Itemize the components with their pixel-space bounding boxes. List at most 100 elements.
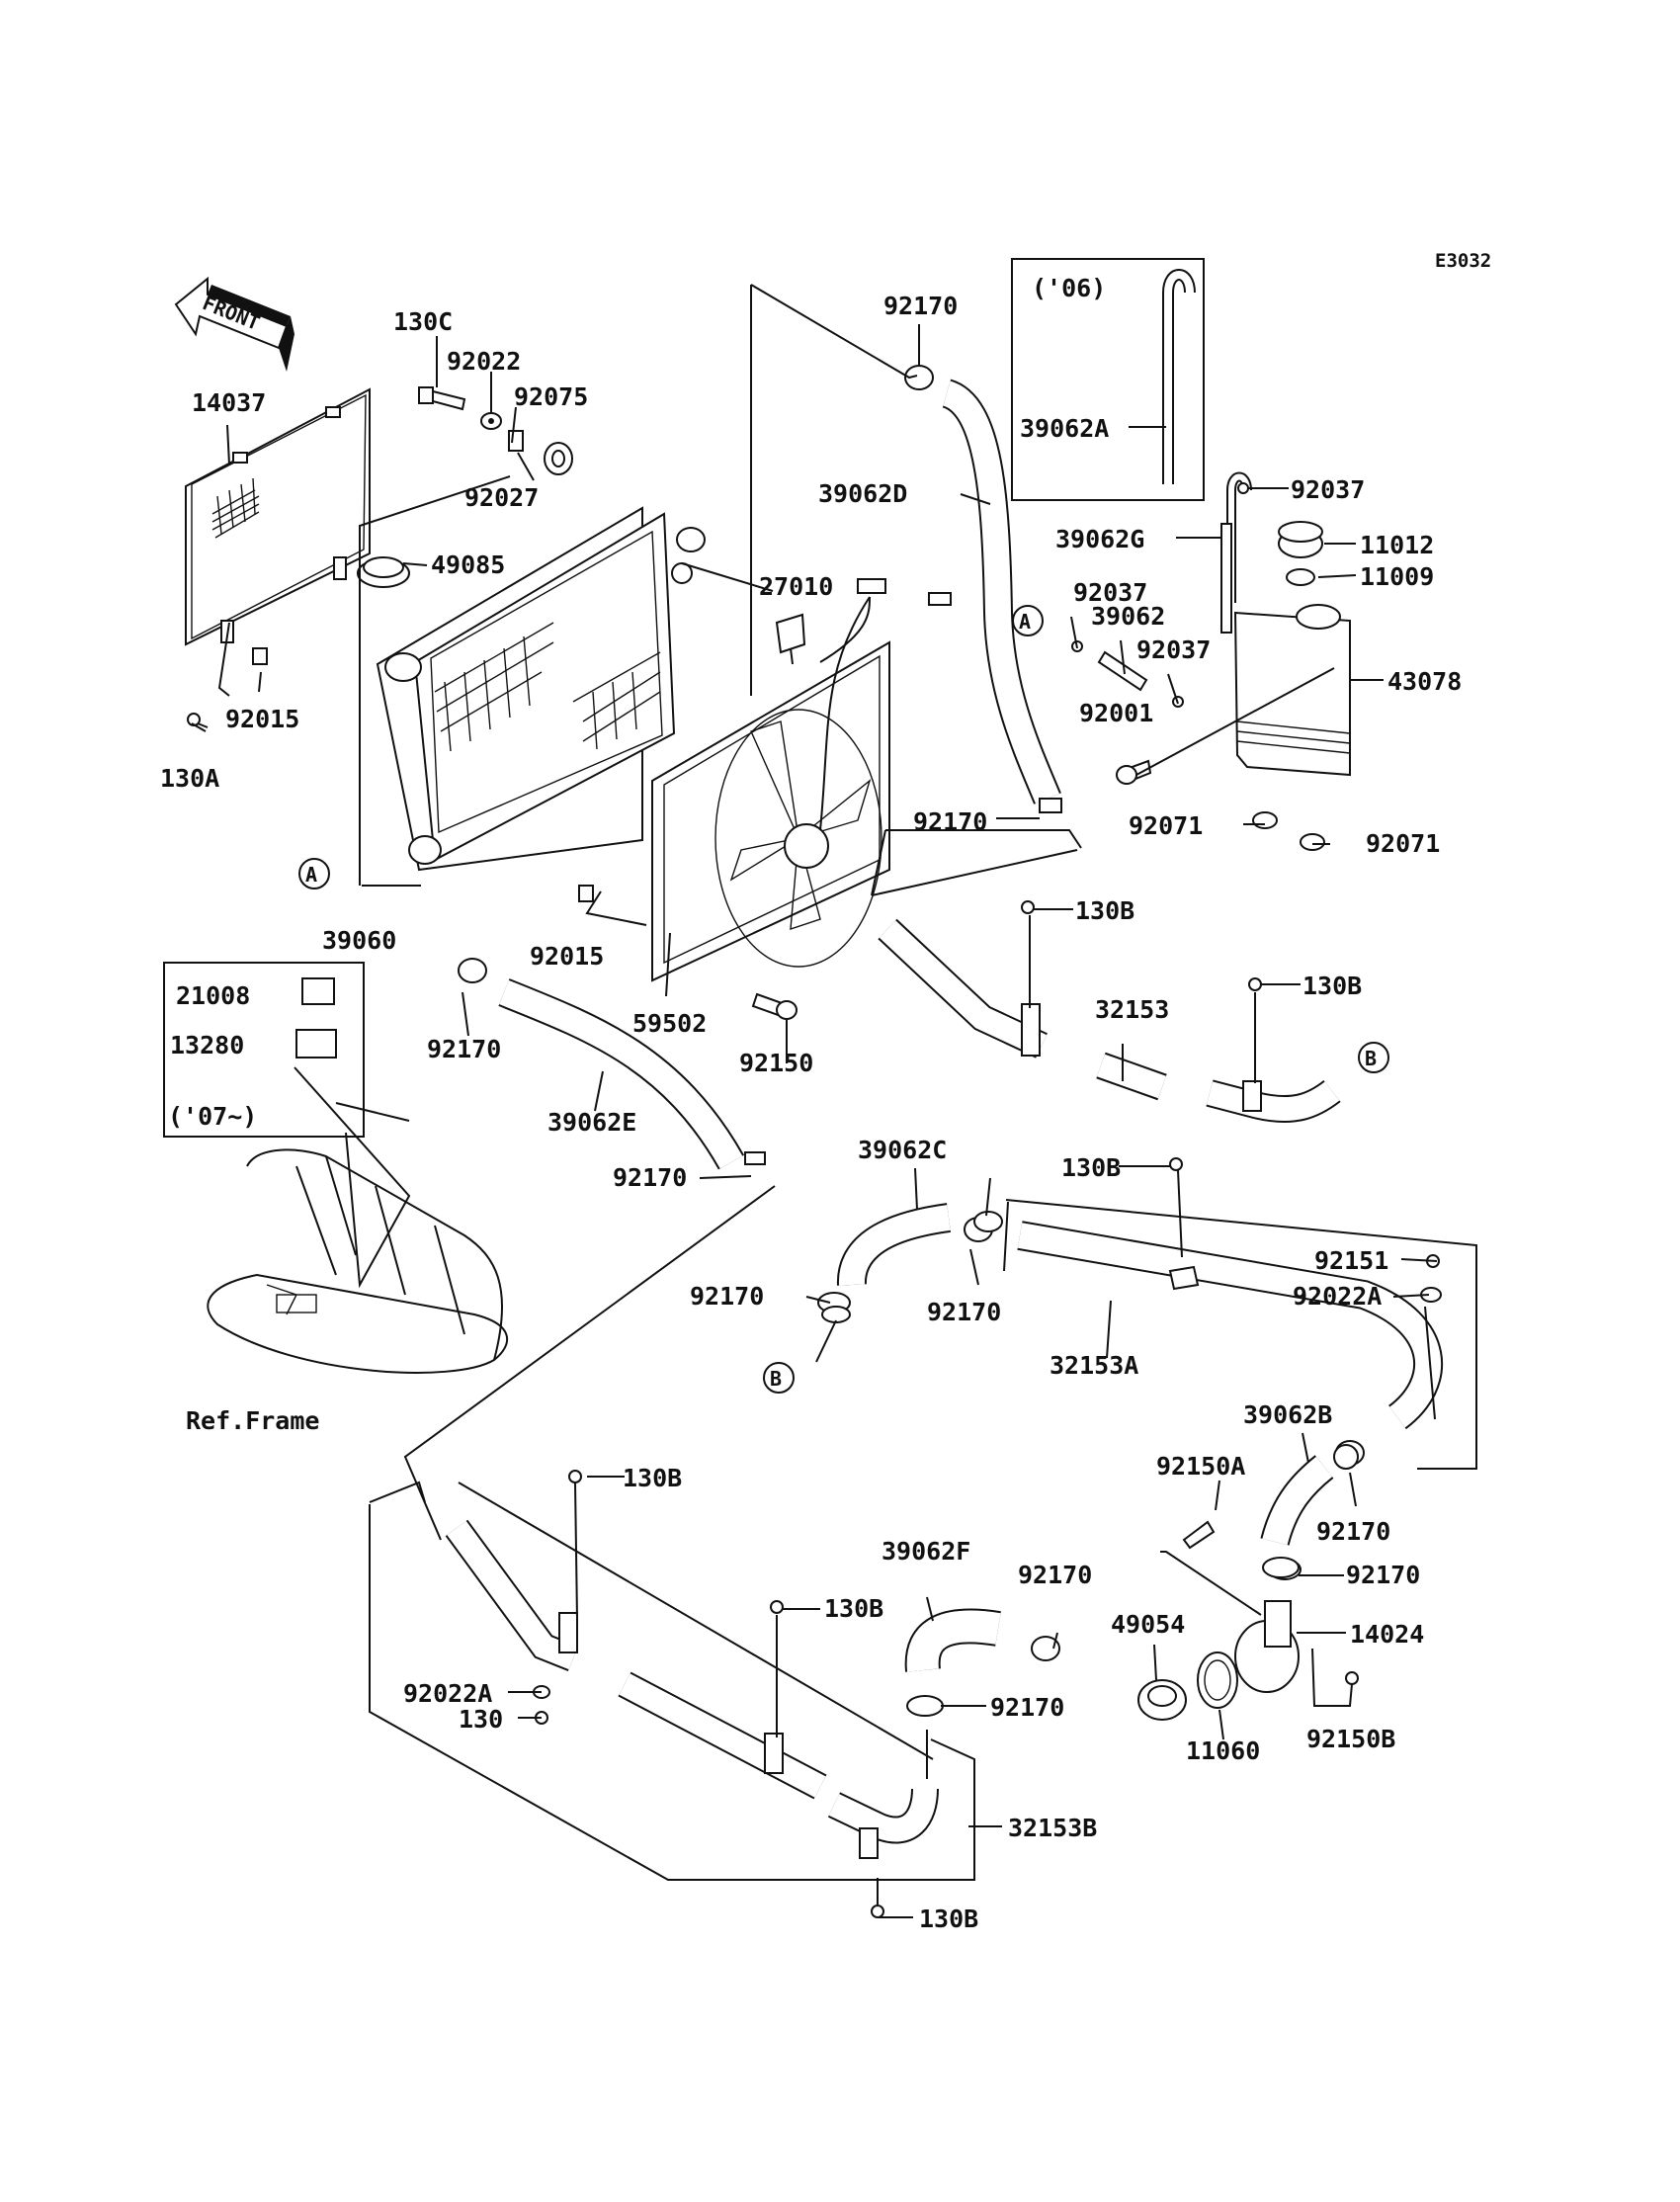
hose-39062d-part	[904, 365, 1062, 813]
washer-92022-part	[480, 412, 502, 430]
part-92015-left-label: 92015	[225, 705, 299, 733]
part-14037-label: 14037	[192, 388, 266, 417]
circle-marker-a-left: A	[298, 858, 330, 889]
part-92170-f2-label: 92170	[990, 1693, 1064, 1722]
bolt-130a-part	[187, 713, 209, 728]
part-92150b-label: 92150B	[1306, 1725, 1395, 1753]
part-32153b-label: 32153B	[1008, 1814, 1097, 1842]
part-92022a-right-label: 92022A	[1293, 1282, 1382, 1311]
inset-07-box: 21008 13280 ('07~)	[163, 962, 365, 1138]
svg-text:B: B	[770, 1367, 782, 1391]
part-92015-mid-label: 92015	[530, 942, 604, 971]
part-92037-mid-label: 92037	[1073, 578, 1147, 607]
hose-39062-part	[1097, 650, 1148, 692]
part-130b-4-label: 130B	[623, 1464, 682, 1492]
part-39062d-label: 39062D	[818, 479, 907, 508]
thermostat-part	[1137, 1679, 1187, 1721]
part-92170-mid-label: 92170	[913, 807, 987, 836]
leader-lines	[191, 284, 1477, 1918]
bolt-92150-part	[751, 992, 798, 1020]
part-39062-label: 39062	[1091, 602, 1165, 631]
bolt-92001-part	[1116, 759, 1152, 785]
inset-06-label: ('06)	[1032, 274, 1106, 302]
circle-marker-a-right: A	[1012, 605, 1044, 636]
part-130b-1-label: 130B	[1075, 896, 1134, 925]
circle-marker-b-lower: B	[763, 1362, 795, 1394]
grommet-92075-part	[544, 442, 573, 475]
grommet-92071-part	[1252, 811, 1325, 851]
part-39062a-label: 39062A	[1020, 414, 1109, 443]
part-130-label: 130	[459, 1705, 503, 1734]
pipe-32153-part	[878, 918, 1341, 1124]
inset-06-box: ('06)	[1011, 258, 1205, 501]
part-13280-label: 13280	[170, 1031, 244, 1059]
gasket-11060-part	[1197, 1652, 1238, 1709]
cooling-fan-assembly-part	[651, 578, 952, 982]
part-92037-low-label: 92037	[1136, 635, 1211, 664]
part-92150-label: 92150	[739, 1049, 813, 1077]
part-49085-label: 49085	[431, 550, 505, 579]
part-11012-label: 11012	[1360, 531, 1434, 559]
part-92022-label: 92022	[447, 347, 521, 376]
front-arrow-icon: FRONT	[174, 276, 294, 372]
hose-39062g-part	[1220, 523, 1232, 634]
ref-frame-label: Ref.Frame	[186, 1406, 319, 1435]
part-130a-label: 130A	[160, 764, 219, 793]
part-130b-6-label: 130B	[919, 1905, 978, 1933]
part-92170-e-label: 92170	[613, 1163, 687, 1192]
part-130b-5-label: 130B	[824, 1594, 883, 1623]
part-92170-f1-label: 92170	[1018, 1561, 1092, 1589]
diagram-code: E3032	[1435, 250, 1491, 272]
part-92170-c2-label: 92170	[927, 1298, 1001, 1326]
part-92022a-left-label: 92022A	[403, 1679, 492, 1708]
part-39062f-label: 39062F	[882, 1537, 970, 1566]
bolt-130b-icon	[533, 900, 1262, 1918]
svg-text:B: B	[1365, 1047, 1377, 1070]
clip-92015-part	[252, 647, 594, 902]
part-92075-label: 92075	[514, 382, 588, 411]
svg-text:A: A	[305, 863, 317, 887]
part-92170-b1-label: 92170	[1316, 1517, 1390, 1546]
hose-39062c-part	[817, 1203, 993, 1313]
part-39062c-label: 39062C	[858, 1136, 947, 1164]
collar-92027-part	[508, 430, 524, 452]
svg-text:A: A	[1019, 610, 1031, 634]
part-39062g-label: 39062G	[1055, 525, 1144, 553]
part-49054-label: 49054	[1111, 1610, 1185, 1639]
part-92170-b2-label: 92170	[1346, 1561, 1420, 1589]
radiator-part	[376, 506, 706, 872]
bolt-92150b-part	[1345, 1671, 1359, 1685]
part-130b-3-label: 130B	[1061, 1153, 1121, 1182]
bolt-92150a-part	[1182, 1520, 1216, 1550]
part-39062e-label: 39062E	[547, 1108, 636, 1137]
part-92151-label: 92151	[1314, 1246, 1388, 1275]
inset-07-label: ('07~)	[168, 1102, 257, 1131]
part-92170-top-label: 92170	[883, 292, 958, 320]
part-32153-label: 32153	[1095, 995, 1169, 1024]
part-92170-left-label: 92170	[427, 1035, 501, 1063]
part-14024-label: 14024	[1350, 1620, 1424, 1649]
reservoir-cap-part	[1278, 521, 1323, 586]
part-92170-c1-label: 92170	[690, 1282, 764, 1311]
radiator-cap-part	[357, 556, 410, 588]
part-92150a-label: 92150A	[1156, 1452, 1245, 1481]
part-43078-label: 43078	[1387, 667, 1462, 696]
radiator-screen-part	[185, 387, 371, 646]
bolt-130c-part	[418, 386, 466, 411]
part-11060-label: 11060	[1186, 1736, 1260, 1765]
part-39062b-label: 39062B	[1243, 1400, 1332, 1429]
part-92071-right-label: 92071	[1366, 829, 1440, 858]
part-92001-label: 92001	[1079, 699, 1153, 727]
fan-switch-sensor-part	[775, 613, 806, 665]
thermostat-housing-part	[1234, 1600, 1300, 1693]
hose-39062f-part	[904, 1608, 1001, 1672]
part-labels: 14037 130C 92022 92075 92027 49085 27010…	[160, 292, 1462, 1933]
pipe-32153a-part	[1017, 1221, 1443, 1430]
part-130c-label: 130C	[393, 307, 453, 336]
part-92071-left-label: 92071	[1129, 811, 1203, 840]
hose-clamp-icon	[821, 1211, 1359, 1717]
reservoir-tank-part	[1226, 471, 1351, 777]
part-27010-label: 27010	[759, 572, 833, 601]
